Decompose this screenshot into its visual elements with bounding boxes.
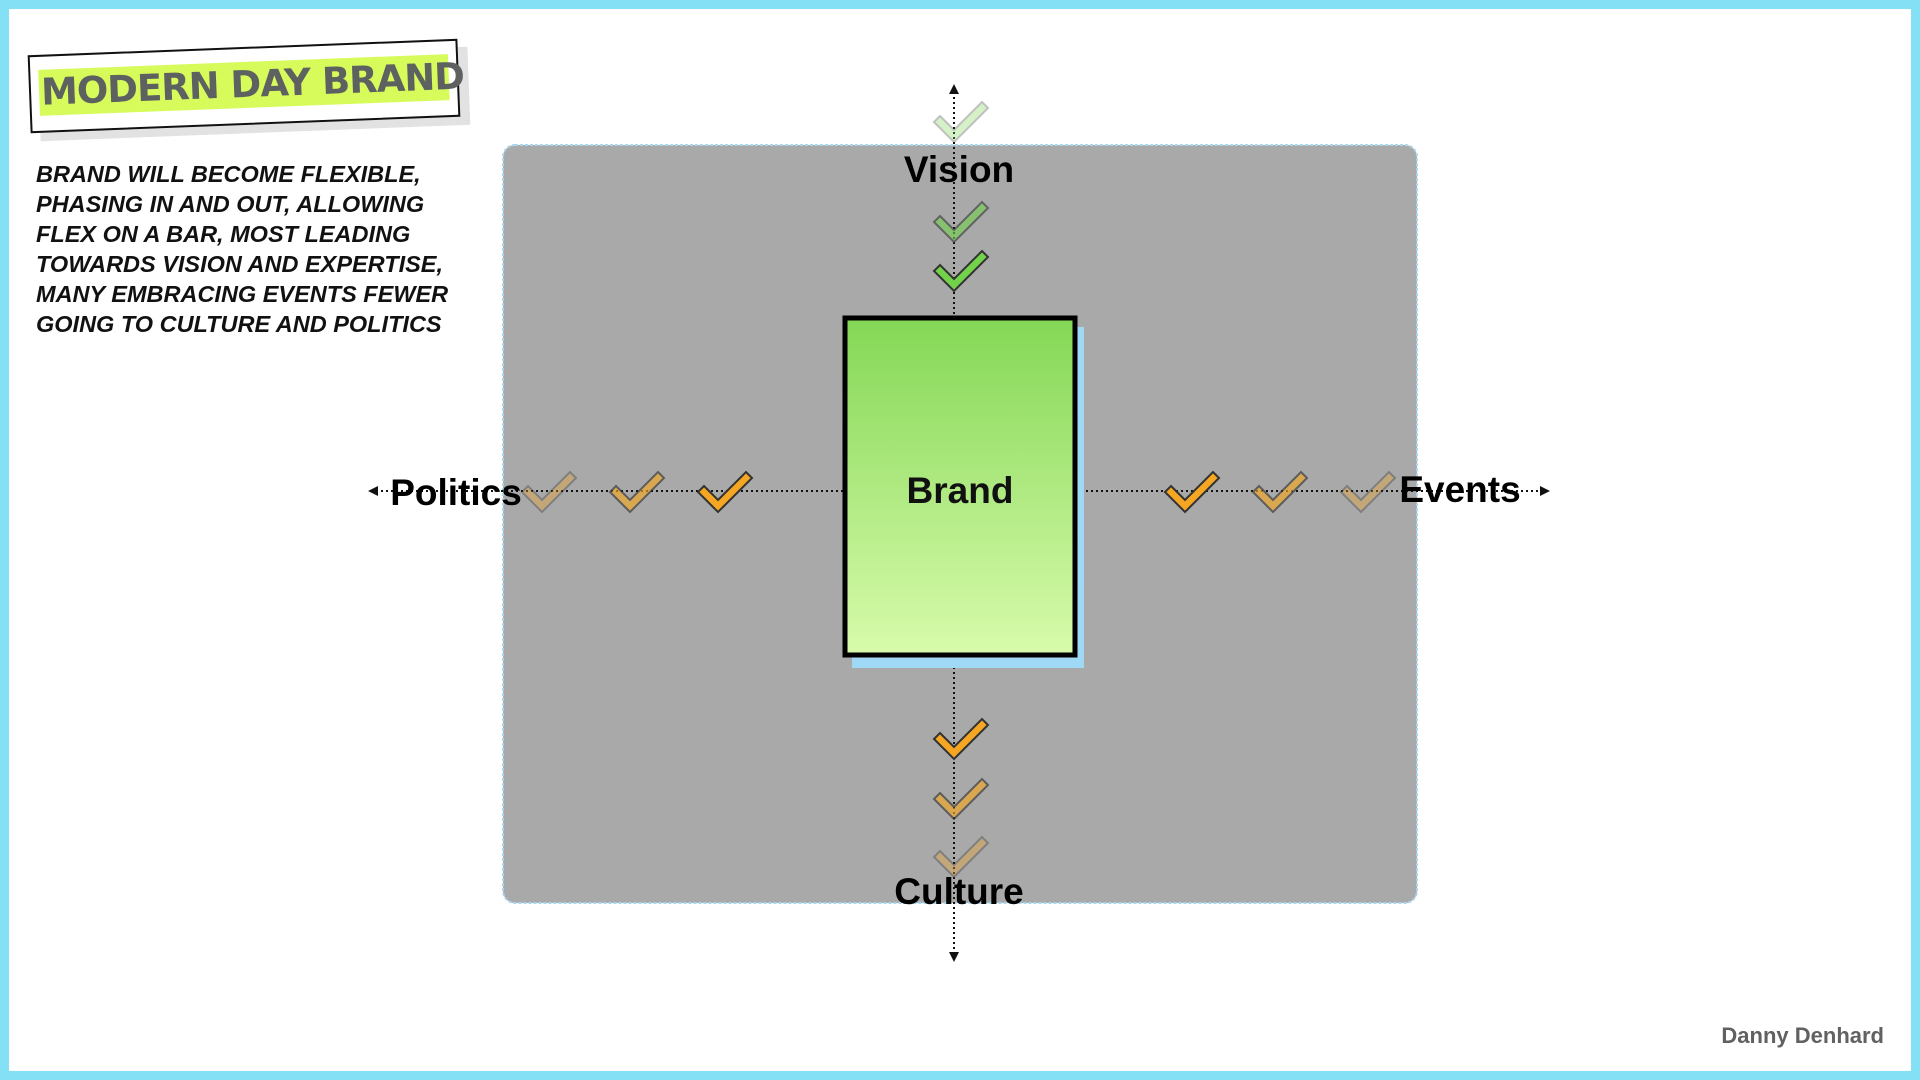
axis-label-vision: Vision xyxy=(904,149,1014,190)
brand-flex-diagram: Brand Vision Culture Politics Events xyxy=(368,84,1550,962)
brand-box xyxy=(842,315,1078,658)
description-line: TOWARDS VISION AND EXPERTISE, xyxy=(36,251,443,277)
description-line: BRAND WILL BECOME FLEXIBLE, xyxy=(36,161,421,187)
author-credit: Danny Denhard xyxy=(1721,1023,1884,1048)
axis-arrow-down xyxy=(949,952,959,962)
check-icon xyxy=(933,101,989,143)
axis-label-events: Events xyxy=(1399,469,1520,510)
description: BRAND WILL BECOME FLEXIBLE, PHASING IN A… xyxy=(36,159,476,339)
axis-arrow-left xyxy=(368,486,378,496)
axis-arrow-up xyxy=(949,84,959,94)
description-line: GOING TO CULTURE AND POLITICS xyxy=(36,311,442,337)
brand-label: Brand xyxy=(907,470,1014,511)
axis-label-politics: Politics xyxy=(390,472,522,513)
axis-label-culture: Culture xyxy=(894,871,1024,912)
description-line: PHASING IN AND OUT, ALLOWING xyxy=(36,191,425,217)
axis-arrow-right xyxy=(1540,486,1550,496)
description-line: MANY EMBRACING EVENTS FEWER xyxy=(36,281,449,307)
description-line: FLEX ON A BAR, MOST LEADING xyxy=(36,221,411,247)
